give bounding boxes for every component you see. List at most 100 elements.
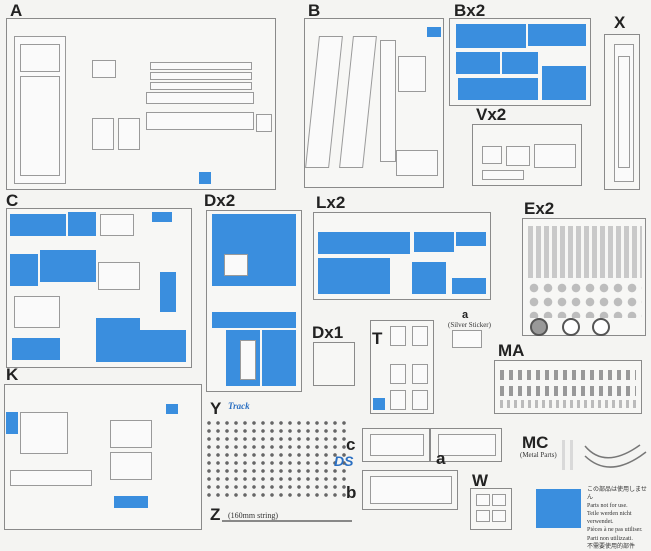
track-links bbox=[528, 226, 642, 278]
small-part bbox=[224, 254, 248, 276]
unused-part bbox=[456, 232, 486, 246]
unused-parts-legend: この部品は使用しません Parts not for use. Teile wer… bbox=[587, 486, 651, 551]
unused-part bbox=[114, 496, 148, 508]
sprue-a-label: A bbox=[10, 1, 23, 20]
small-part bbox=[476, 494, 490, 506]
rail-part bbox=[150, 82, 252, 90]
road-wheel-icon bbox=[562, 318, 580, 336]
wheel-row bbox=[528, 282, 642, 318]
sprue-k-label: K bbox=[6, 365, 19, 384]
unused-part bbox=[96, 318, 140, 362]
small-part bbox=[482, 146, 502, 164]
small-part bbox=[256, 114, 272, 132]
unused-part bbox=[456, 52, 500, 74]
road-wheel-icon bbox=[592, 318, 610, 336]
small-part bbox=[438, 434, 496, 456]
unused-part bbox=[452, 278, 486, 294]
ds-logo: DS bbox=[334, 453, 354, 469]
sprue-bx2-label: Bx2 bbox=[454, 1, 486, 20]
small-part bbox=[370, 434, 424, 456]
small-part bbox=[390, 390, 406, 410]
sprue-y-label: Y bbox=[210, 399, 222, 418]
small-part bbox=[492, 494, 506, 506]
unused-part bbox=[140, 330, 186, 362]
small-part bbox=[14, 296, 60, 328]
rail-part bbox=[150, 62, 252, 70]
sticker-label: a bbox=[462, 309, 469, 321]
small-part bbox=[92, 118, 114, 150]
sprue-z-label: Z bbox=[210, 505, 221, 524]
unused-part bbox=[542, 66, 586, 100]
small-part bbox=[390, 364, 406, 384]
sprue-dx1-frame bbox=[313, 342, 355, 386]
sprue-ma-label: MA bbox=[498, 341, 525, 360]
small-part bbox=[10, 470, 92, 486]
track-link-grid bbox=[206, 420, 346, 498]
small-part bbox=[92, 60, 116, 78]
small-part bbox=[118, 118, 140, 150]
small-part bbox=[390, 326, 406, 346]
rail-part bbox=[146, 92, 254, 104]
legend-line: この部品は使用しません bbox=[587, 487, 647, 502]
sprue-lx2-label: Lx2 bbox=[316, 193, 346, 212]
unused-parts-legend-swatch bbox=[536, 489, 581, 528]
sprue-x-label: X bbox=[614, 13, 626, 32]
ez-track-logo: Track bbox=[228, 401, 250, 411]
unused-part bbox=[212, 312, 296, 328]
small-part bbox=[110, 452, 152, 480]
small-part bbox=[506, 146, 530, 166]
small-part bbox=[534, 144, 576, 168]
sprue-c-label: C bbox=[6, 191, 19, 210]
unused-part bbox=[12, 338, 60, 360]
metal-part-row bbox=[500, 386, 636, 396]
metal-cable-drawing bbox=[584, 444, 647, 468]
instruction-sheet: { "sprues": { "a_label": "A", "b_label":… bbox=[4, 1, 647, 550]
legend-line: 不需要使用的部件 bbox=[587, 543, 636, 550]
small-part bbox=[20, 412, 68, 454]
unused-part bbox=[456, 24, 526, 48]
unused-part bbox=[40, 250, 96, 282]
unused-part bbox=[427, 27, 441, 37]
unused-part bbox=[199, 172, 211, 184]
hull-part bbox=[20, 76, 60, 176]
legend-line: Teile werden nicht verwendet. bbox=[587, 511, 632, 526]
small-part bbox=[492, 510, 506, 522]
side-panel bbox=[380, 40, 396, 162]
unused-part bbox=[6, 412, 18, 434]
sprue-dx1-label: Dx1 bbox=[312, 323, 344, 342]
legend-line: Parts not for use. bbox=[587, 503, 628, 510]
sprue-mc-label: MC bbox=[522, 433, 549, 452]
unused-part bbox=[262, 330, 296, 386]
sprue-dx2-label: Dx2 bbox=[204, 191, 236, 210]
sprue-t-label: T bbox=[372, 329, 383, 348]
unused-part bbox=[528, 24, 586, 46]
silver-sticker bbox=[452, 330, 482, 348]
road-wheel-icon bbox=[530, 318, 548, 336]
z-caption: (160mm string) bbox=[228, 511, 278, 520]
unused-part bbox=[160, 272, 176, 312]
metal-caption: (Metal Parts) bbox=[520, 451, 557, 459]
small-part bbox=[412, 364, 428, 384]
small-part bbox=[398, 56, 426, 92]
hull-part bbox=[20, 44, 60, 72]
rail-part bbox=[146, 112, 254, 130]
long-part bbox=[618, 56, 630, 168]
unused-part bbox=[152, 212, 172, 222]
metal-part-row bbox=[500, 370, 636, 380]
sprue-b-small-label: b bbox=[346, 483, 357, 502]
unused-part bbox=[68, 212, 96, 236]
sprue-c-small-label: c bbox=[346, 435, 356, 454]
unused-part bbox=[502, 52, 538, 74]
metal-part bbox=[562, 440, 565, 470]
unused-part bbox=[10, 214, 66, 236]
small-part bbox=[240, 340, 256, 380]
sprue-w-label: W bbox=[472, 471, 489, 490]
sprue-a-small-label: a bbox=[436, 449, 446, 468]
metal-part-row bbox=[500, 400, 636, 408]
unused-part bbox=[412, 262, 446, 294]
small-part bbox=[100, 214, 134, 236]
unused-part bbox=[458, 78, 538, 100]
unused-part bbox=[414, 232, 454, 252]
legend-line: Pièces à ne pas utiliser. bbox=[587, 527, 643, 534]
small-part bbox=[110, 420, 152, 448]
